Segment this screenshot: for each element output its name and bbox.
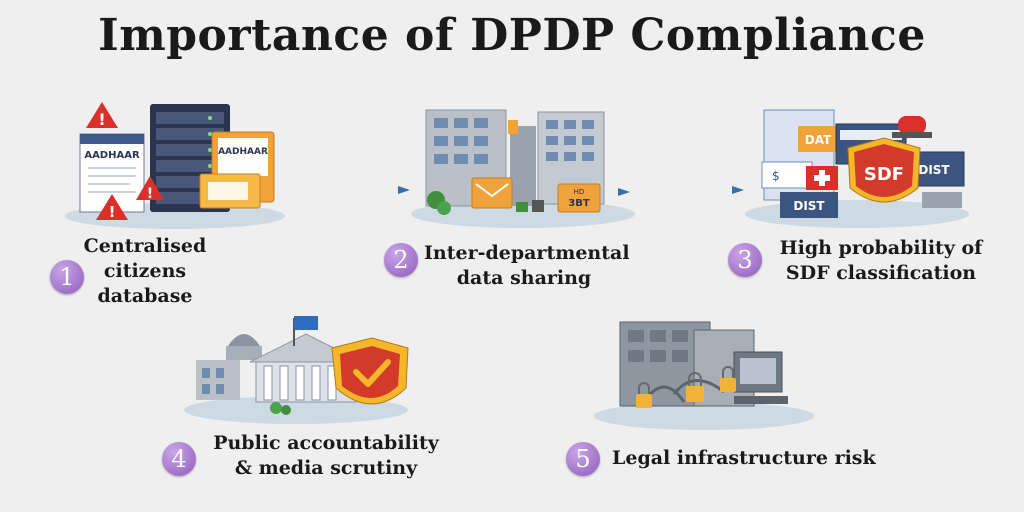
server-database-icon: AADHAAR AADHAAR ! ! ! <box>65 102 285 229</box>
item-label: Public accountability & media scrutiny <box>213 432 439 479</box>
sdf-shield-icon: DAT $ DIST DIST SDF <box>732 109 969 228</box>
padlock-icon <box>636 366 736 408</box>
locked-infrastructure-icon <box>594 321 814 430</box>
number-badge: 3 <box>728 243 762 277</box>
doc-label-hd: HD <box>574 188 585 196</box>
government-shield-icon <box>184 316 409 424</box>
doc-label-dat: DAT <box>805 133 832 147</box>
doc-label-dist-2: DIST <box>918 163 950 177</box>
number-badge: 5 <box>566 442 600 476</box>
page-title: Importance of DPDP Compliance <box>98 10 926 61</box>
item-label: Legal infrastructure risk <box>612 447 876 469</box>
item-label: Centralised citizens database <box>83 235 207 307</box>
item-label: Inter-departmental data sharing <box>424 242 630 289</box>
number-badge: 1 <box>50 260 84 294</box>
doc-label-2: AADHAAR <box>218 147 268 157</box>
svg-text:!: ! <box>147 186 153 202</box>
item-label: High probability of SDF classification <box>779 237 983 284</box>
warning-icon: ! ! ! <box>86 102 164 221</box>
svg-text:!: ! <box>98 110 105 129</box>
doc-label-dist-1: DIST <box>793 199 825 213</box>
svg-text:!: ! <box>109 203 116 221</box>
doc-label-dollar: $ <box>772 169 780 183</box>
number-badge: 4 <box>162 442 196 476</box>
doc-label-3bt: 3BT <box>568 198 590 209</box>
number-badge: 2 <box>384 243 418 277</box>
doc-label-1: AADHAAR <box>84 150 140 161</box>
shield-label: SDF <box>864 164 904 185</box>
buildings-data-sharing-icon: HD 3BT <box>398 109 635 228</box>
